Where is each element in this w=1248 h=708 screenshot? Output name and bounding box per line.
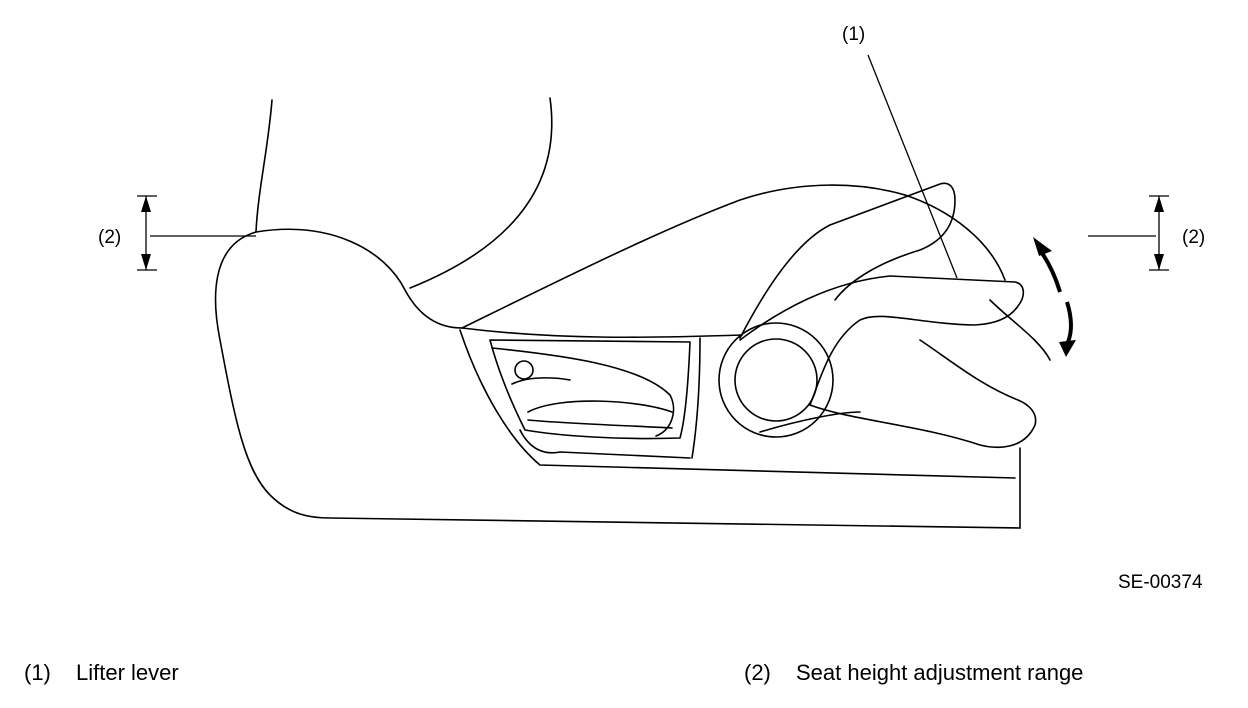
legend-text: Lifter lever: [76, 660, 179, 685]
lever-leader-line: [867, 54, 958, 279]
legend-number: (2): [744, 660, 771, 685]
callout-range-left: (2): [98, 227, 121, 248]
seat-back: [255, 97, 553, 289]
callout-range-right: (2): [1182, 227, 1205, 248]
legend-item-lifter-lever: (1) Lifter lever: [24, 660, 179, 686]
height-range-left: [137, 195, 256, 271]
lifter-mechanism: [718, 194, 1051, 438]
seat-cushion: [214, 184, 1021, 529]
legend-number: (1): [24, 660, 51, 685]
rotation-arrows: [1033, 237, 1076, 357]
side-recess: [489, 337, 701, 459]
figure-code: SE-00374: [1118, 572, 1203, 593]
height-range-right: [1088, 195, 1169, 271]
lifter-lever: [739, 182, 1037, 448]
callout-lever: (1): [842, 24, 865, 45]
legend-item-seat-height-range: (2) Seat height adjustment range: [744, 660, 1083, 686]
legend-text: Seat height adjustment range: [796, 660, 1084, 685]
